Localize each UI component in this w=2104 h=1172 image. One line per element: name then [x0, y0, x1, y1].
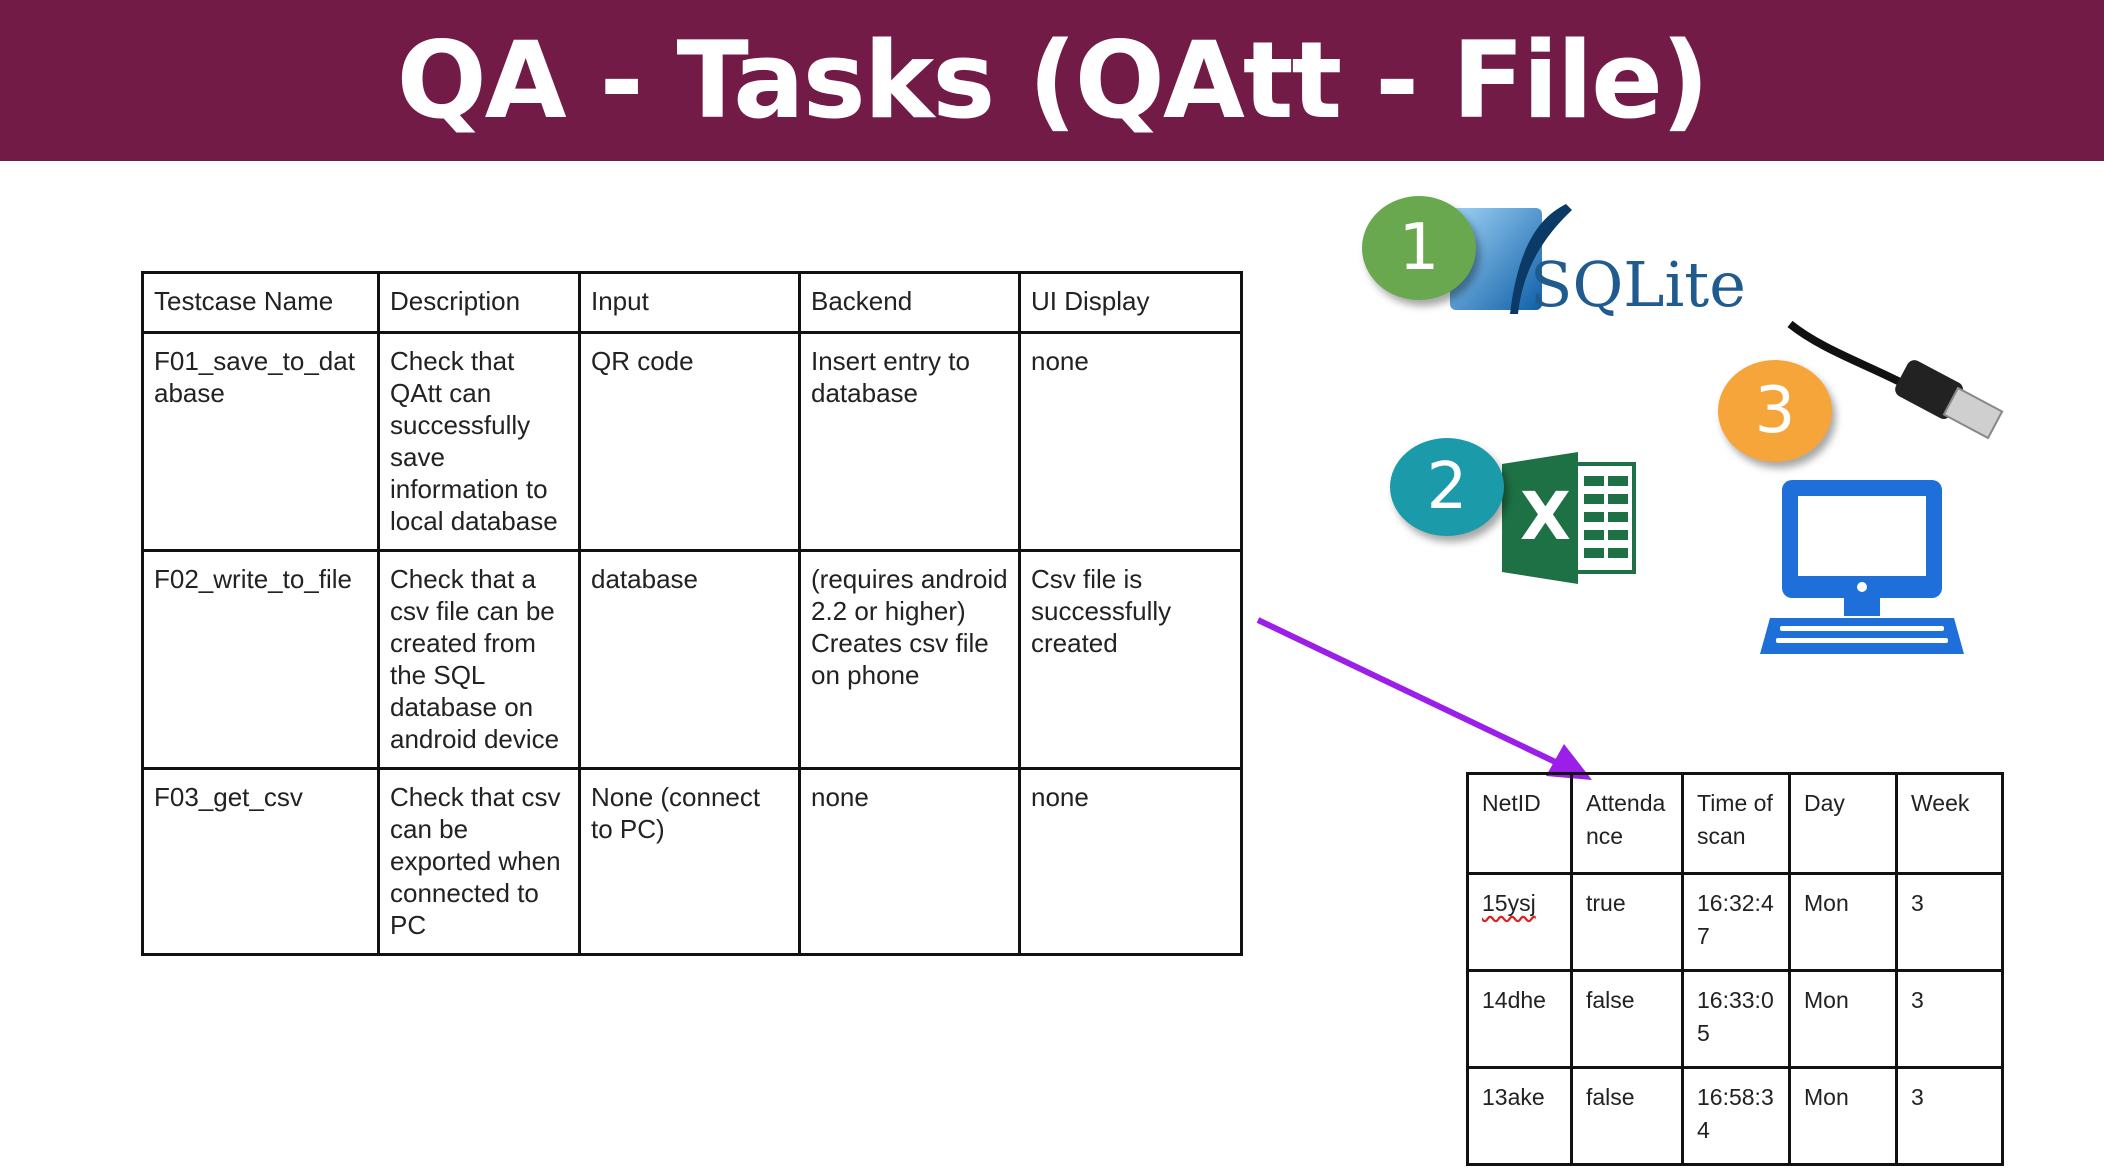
- attendance-table: NetID Attenda nce Time of scan Day Week …: [1466, 772, 2004, 1166]
- header-cell: Attenda nce: [1570, 772, 1684, 875]
- table-row: 15ysj true 16:32:4 7 Mon 3: [1466, 872, 2004, 972]
- badge-one: 1: [1362, 196, 1476, 300]
- header-cell: NetID: [1466, 772, 1573, 875]
- table-cell: F03_get_csv: [141, 767, 380, 956]
- table-cell: QR code: [578, 331, 801, 552]
- table-cell: 3: [1895, 969, 2004, 1069]
- table-cell: Insert entry to database: [798, 331, 1021, 552]
- table-cell: none: [1018, 331, 1243, 552]
- table-cell: none: [798, 767, 1021, 956]
- arrow-head: [1546, 744, 1592, 780]
- table-cell: Mon: [1788, 969, 1898, 1069]
- table-cell: false: [1570, 1066, 1684, 1166]
- header-cell: Input: [578, 271, 801, 334]
- table-row: 13ake false 16:58:3 4 Mon 3: [1466, 1066, 2004, 1166]
- table-cell: Check that QAtt can successfully save in…: [377, 331, 581, 552]
- header-cell: Backend: [798, 271, 1021, 334]
- slide-title: QA - Tasks (QAtt - File): [396, 19, 1710, 142]
- netid-value: 15ysj: [1482, 890, 1536, 916]
- table-cell: 16:58:3 4: [1681, 1066, 1791, 1166]
- table-cell: F02_write_to_file: [141, 549, 380, 770]
- badge-three: 3: [1718, 360, 1832, 462]
- excel-logo-icon: [1502, 452, 1636, 584]
- table-cell: 3: [1895, 872, 2004, 972]
- usb-cable-icon: [1787, 320, 2004, 440]
- title-banner: QA - Tasks (QAtt - File): [0, 0, 2104, 161]
- table-cell: false: [1570, 969, 1684, 1069]
- table-cell: Mon: [1788, 1066, 1898, 1166]
- table-header-row: Testcase Name Description Input Backend …: [141, 271, 1243, 334]
- header-cell: Week: [1895, 772, 2004, 875]
- testcase-table: Testcase Name Description Input Backend …: [141, 271, 1243, 956]
- table-cell: (requires android 2.2 or higher) Creates…: [798, 549, 1021, 770]
- header-cell: Time of scan: [1681, 772, 1791, 875]
- sqlite-logo-text: SQLite: [1530, 248, 1746, 321]
- header-cell: UI Display: [1018, 271, 1243, 334]
- excel-letter: X: [1520, 478, 1571, 555]
- table-row: F02_write_to_file Check that a csv file …: [141, 549, 1243, 770]
- table-cell: 3: [1895, 1066, 2004, 1166]
- badge-two: 2: [1390, 438, 1504, 536]
- table-cell: 16:32:4 7: [1681, 872, 1791, 972]
- table-cell: 13ake: [1466, 1066, 1573, 1166]
- table-cell: Mon: [1788, 872, 1898, 972]
- table-cell: none: [1018, 767, 1243, 956]
- header-cell: Testcase Name: [141, 271, 380, 334]
- table-cell: Check that a csv file can be created fro…: [377, 549, 581, 770]
- table-cell: F01_save_to_dat abase: [141, 331, 380, 552]
- table-cell: database: [578, 549, 801, 770]
- table-cell: true: [1570, 872, 1684, 972]
- table-row: 14dhe false 16:33:0 5 Mon 3: [1466, 969, 2004, 1069]
- table-cell: 14dhe: [1466, 969, 1573, 1069]
- table-cell: 15ysj: [1466, 872, 1573, 972]
- header-cell: Day: [1788, 772, 1898, 875]
- table-cell: None (connect to PC): [578, 767, 801, 956]
- header-cell: Description: [377, 271, 581, 334]
- computer-icon: [1760, 480, 1964, 654]
- arrow-shaft: [1256, 617, 1570, 771]
- table-row: F03_get_csv Check that csv can be export…: [141, 767, 1243, 956]
- table-cell: Csv file is successfully created: [1018, 549, 1243, 770]
- table-header-row: NetID Attenda nce Time of scan Day Week: [1466, 772, 2004, 875]
- table-row: F01_save_to_dat abase Check that QAtt ca…: [141, 331, 1243, 552]
- table-cell: Check that csv can be exported when conn…: [377, 767, 581, 956]
- table-cell: 16:33:0 5: [1681, 969, 1791, 1069]
- arrow-icon: [1256, 617, 1592, 780]
